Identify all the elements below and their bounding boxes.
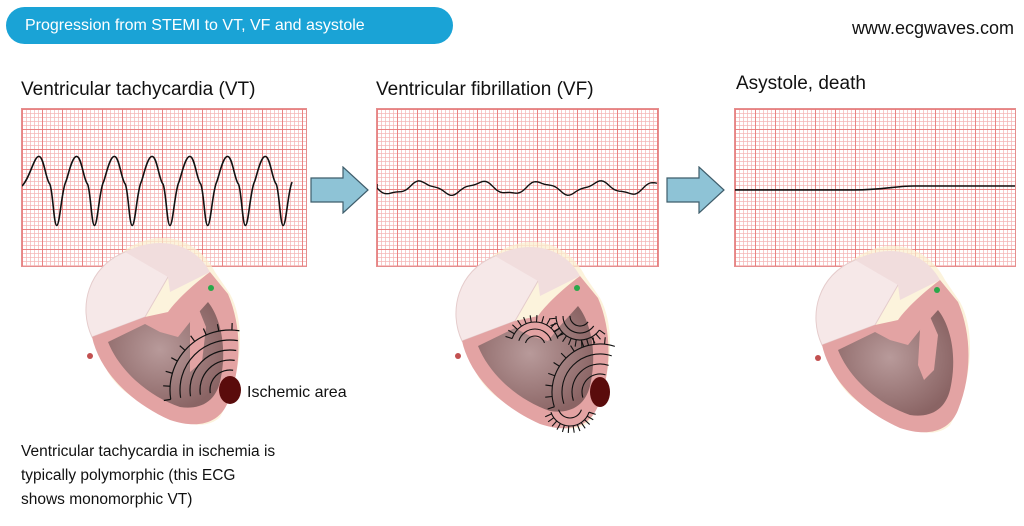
wavefront-tick [216,324,220,332]
heart-vf-illustration [455,241,616,433]
wavefront-tick [544,413,552,418]
wavefront-arc [199,359,235,395]
wavefront-tick [202,328,207,336]
wavefront-arc [569,315,589,327]
wavefront-tick [572,425,575,433]
wavefront-tick [545,384,553,387]
vt-panel-title: Ventricular tachycardia (VT) [21,79,256,100]
explanatory-note: Ventricular tachycardia in ischemia is t… [21,440,321,512]
ischemic-area-label: Ischemic area [247,384,347,401]
note-line: shows monomorphic VT) [21,491,193,508]
vf-panel-title: Ventricular fibrillation (VF) [376,79,594,100]
wavefront-arc [524,335,546,344]
wavefront-tick [547,406,555,410]
wavefront-tick [190,335,196,342]
vt-ecg-strip [21,108,307,267]
website-label: www.ecgwaves.com [851,18,1014,38]
wavefront-tick [553,362,560,367]
wavefront-tick [523,316,527,324]
wavefront-tick [562,335,567,342]
wavefront-tick [549,317,557,320]
title-banner: Progression from STEMI to VT, VF and asy… [6,7,453,44]
wavefront-tick [588,411,596,415]
wavefront-arc [561,353,612,404]
wavefront-tick [505,335,513,340]
wavefront-tick [570,345,575,352]
asystole-ecg-strip [734,108,1016,267]
wavefront-tick [591,336,596,344]
wavefront-tick [163,398,171,402]
wavefront-tick [517,320,522,327]
wavefront-arc [179,339,238,398]
wavefront-tick [560,352,567,359]
vt-ecg-trace [22,155,293,227]
wavefront-tick [584,419,591,425]
wavefront-tick [508,329,515,335]
wavefront-tick [546,318,551,326]
asystole-ecg-trace [735,185,1015,191]
wavefront-tick [586,415,594,421]
note-line: typically polymorphic (this ECG [21,467,236,484]
wavefront-tick [599,329,606,335]
wavefront-tick [179,345,186,351]
wavefront-tick [604,337,606,345]
asystole-panel-title: Asystole, death [736,73,866,94]
wavefront-tick [553,327,560,333]
wavefront-tick [171,357,178,362]
wavefront-tick [548,372,556,377]
arrow-right-icon [666,166,725,214]
wavefront-tick [568,338,572,346]
note-line: Ventricular tachycardia in ischemia is [21,443,276,460]
heart-vt-illustration [85,237,241,425]
wavefront-tick [556,423,561,430]
wavefront-tick [580,422,586,429]
heart-asystole-illustration [815,245,971,433]
wavefront-tick [529,315,532,323]
vf-ecg-strip [376,108,659,267]
diagram-title: Progression from STEMI to VT, VF and asy… [25,17,365,34]
wavefront-arc [551,343,616,408]
wavefront-tick [595,333,601,340]
wavefront-tick [576,424,581,432]
wavefront-arc [555,315,600,341]
wavefront-tick [551,420,558,427]
wavefront-arc [558,409,582,419]
wavefront-arc [169,329,240,400]
wavefront-tick [586,338,590,346]
wavefront-arc [189,349,237,397]
wavefront-arc [511,321,559,339]
wavefront-arc [550,412,590,427]
vf-ecg-trace [377,180,658,197]
wavefront-tick [545,395,553,398]
wavefront-arc [581,373,606,398]
wavefront-arc [209,369,234,394]
wavefront-arc [562,315,595,334]
wavefront-arc [518,328,552,341]
wavefront-tick [541,316,545,324]
wavefront-tick [557,332,563,338]
wavefront-tick [165,370,173,374]
arrow-right-icon [310,166,369,214]
wavefront-tick [574,339,577,347]
wavefront-arc [571,363,609,401]
wavefront-tick [561,425,565,433]
wavefront-tick [512,324,518,330]
wavefront-tick [550,322,558,327]
wavefront-tick [547,417,555,423]
